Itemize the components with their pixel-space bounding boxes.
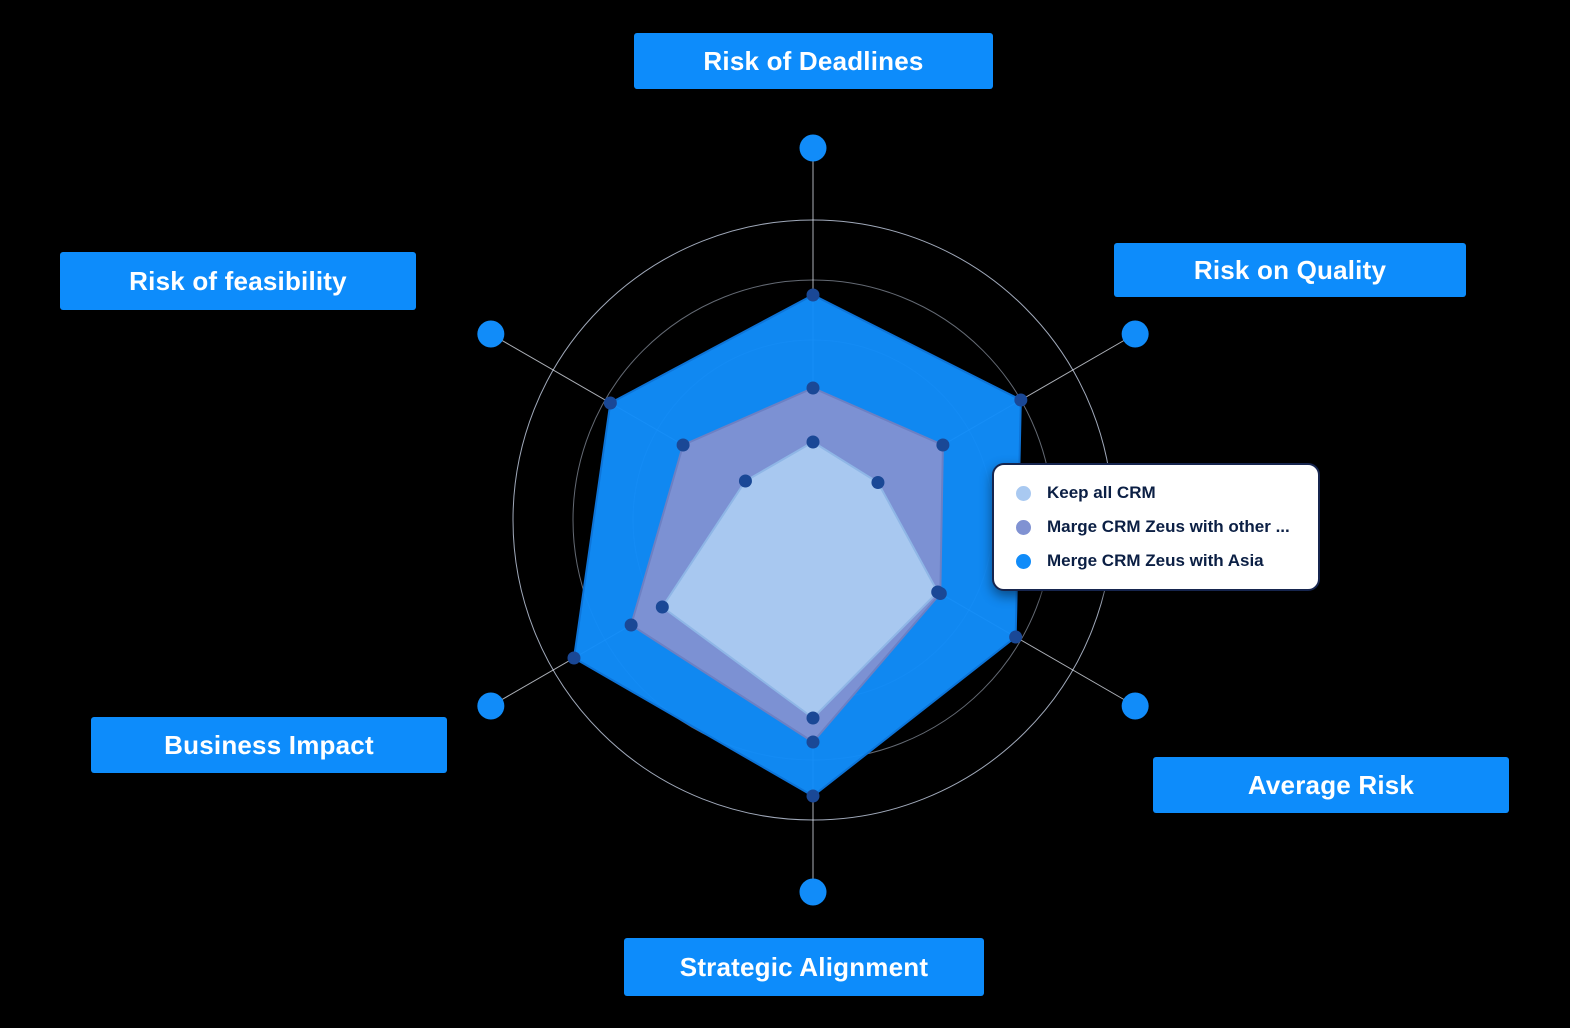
data-point-dot <box>738 474 752 488</box>
data-point-dot <box>1009 630 1023 644</box>
legend-swatch-icon <box>1016 519 1031 535</box>
axis-endpoint-dot-icon <box>799 878 827 906</box>
axis-label-business-impact: Business Impact <box>91 717 447 773</box>
axis-label-risk-of-feasibility: Risk of feasibility <box>60 252 416 310</box>
data-point-dot <box>624 618 638 632</box>
axis-endpoint-dot-icon <box>1121 692 1149 720</box>
data-point-dot <box>1014 393 1028 407</box>
data-point-dot <box>676 438 690 452</box>
data-point-dot <box>806 711 820 725</box>
data-point-dot <box>931 585 945 599</box>
data-point-dot <box>567 651 581 665</box>
data-point-dot <box>806 735 820 749</box>
axis-endpoint-dot-icon <box>477 320 505 348</box>
series-areas <box>572 294 1022 797</box>
legend-item-marge-crm-zeus-other[interactable]: Marge CRM Zeus with other ... <box>1016 517 1304 537</box>
legend-swatch-icon <box>1016 553 1031 569</box>
axis-endpoint-dot-icon <box>1121 320 1149 348</box>
legend-item-keep-all-crm[interactable]: Keep all CRM <box>1016 483 1304 503</box>
legend-swatch-icon <box>1016 485 1031 501</box>
legend-label: Keep all CRM <box>1047 483 1156 502</box>
vertex-dots <box>567 288 1028 803</box>
axis-endpoint-dot-icon <box>477 692 505 720</box>
axis-label-strategic-alignment: Strategic Alignment <box>624 938 984 996</box>
axis-endpoints <box>477 134 1149 906</box>
data-point-dot <box>806 789 820 803</box>
axis-endpoint-dot-icon <box>799 134 827 162</box>
data-point-dot <box>603 396 617 410</box>
axis-label-average-risk: Average Risk <box>1153 757 1509 813</box>
axis-label-risk-on-quality: Risk on Quality <box>1114 243 1466 297</box>
data-point-dot <box>806 381 820 395</box>
data-point-dot <box>936 438 950 452</box>
axis-label-risk-of-deadlines: Risk of Deadlines <box>634 33 993 89</box>
legend-label: Merge CRM Zeus with Asia <box>1047 551 1264 570</box>
data-point-dot <box>806 435 820 449</box>
data-point-dot <box>871 476 885 489</box>
data-point-dot <box>655 600 669 614</box>
legend-item-merge-crm-zeus-asia[interactable]: Merge CRM Zeus with Asia <box>1016 551 1304 571</box>
legend-label: Marge CRM Zeus with other ... <box>1047 517 1290 536</box>
legend: Keep all CRM Marge CRM Zeus with other .… <box>992 463 1320 591</box>
data-point-dot <box>806 288 820 302</box>
